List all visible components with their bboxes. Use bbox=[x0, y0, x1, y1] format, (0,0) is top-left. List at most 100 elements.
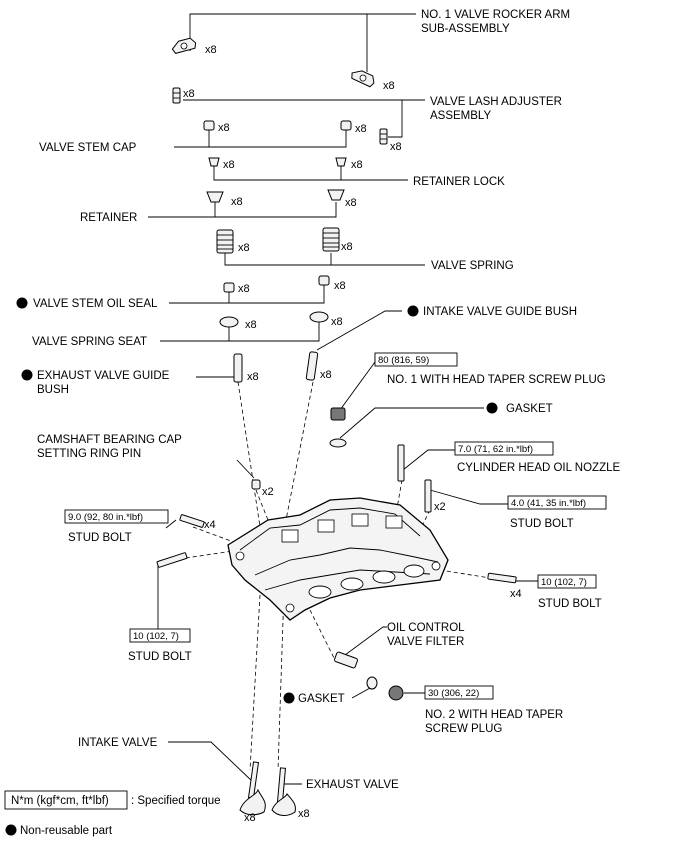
spring-seat-part-a bbox=[219, 316, 239, 328]
qty-retainer-a: x8 bbox=[231, 196, 243, 208]
label-valve-stem-oil-seal: VALVE STEM OIL SEAL bbox=[33, 298, 158, 310]
label-no2-taper-plug-line1: NO. 2 WITH HEAD TAPER bbox=[425, 709, 563, 721]
exhaust-valve-part bbox=[271, 767, 296, 816]
label-stud-bolt-right-lower: STUD BOLT bbox=[538, 598, 602, 610]
retainer-lock-part-b bbox=[335, 157, 347, 167]
lash-adjuster-part-b bbox=[379, 128, 388, 145]
qty-seat-b: x8 bbox=[331, 316, 343, 328]
legend-torque-box-text: N*m (kgf*cm, ft*lbf) bbox=[11, 795, 109, 807]
legend-non-reusable-text: Non-reusable part bbox=[20, 825, 113, 837]
label-ring-pin-line1: CAMSHAFT BEARING CAP bbox=[37, 434, 182, 446]
valve-spring-part-b bbox=[322, 227, 340, 252]
leader-lines bbox=[148, 13, 538, 785]
torque-value-stud-left-lower: 10 (102, 7) bbox=[133, 631, 179, 642]
label-ring-pin-line2: SETTING RING PIN bbox=[37, 448, 141, 460]
legend-torque-box bbox=[4, 790, 128, 810]
qty-guide-a: x8 bbox=[247, 371, 259, 383]
qty-spring-a: x8 bbox=[238, 242, 250, 254]
qty-cap-b: x8 bbox=[355, 123, 367, 135]
retainer-part-b bbox=[327, 189, 345, 201]
label-gasket-lower: GASKET bbox=[298, 693, 345, 705]
label-rocker-arm-line2: SUB-ASSEMBLY bbox=[421, 23, 510, 35]
qty-seat-a: x8 bbox=[245, 319, 257, 331]
stud-left-upper-part bbox=[179, 514, 205, 528]
label-valve-spring-seat: VALVE SPRING SEAT bbox=[32, 336, 147, 348]
valve-stem-cap-part-a bbox=[203, 120, 215, 131]
label-retainer: RETAINER bbox=[80, 212, 137, 224]
qty-stud-left-upper: x4 bbox=[204, 519, 216, 531]
label-no2-taper-plug-line2: SCREW PLUG bbox=[425, 723, 502, 735]
torque-value-oil-nozzle: 7.0 (71, 62 in.*lbf) bbox=[458, 444, 533, 455]
non-reusable-marker-exhaust-bush bbox=[21, 369, 33, 381]
lash-adjuster-part-a bbox=[172, 87, 181, 104]
rocker-arm-part-a bbox=[171, 37, 197, 54]
label-gasket-upper: GASKET bbox=[506, 403, 553, 415]
label-exhaust-valve: EXHAUST VALVE bbox=[306, 779, 399, 791]
torque-box-stud-left-upper bbox=[64, 509, 169, 524]
valve-spring-part-a bbox=[216, 229, 234, 254]
qty-valve-exhaust: x8 bbox=[298, 808, 310, 820]
non-reusable-marker-gasket-upper bbox=[486, 402, 498, 414]
gasket-lower-part bbox=[366, 676, 378, 690]
torque-value-no1-plug: 80 (816, 59) bbox=[378, 355, 429, 366]
label-valve-stem-cap: VALVE STEM CAP bbox=[39, 142, 137, 154]
torque-box-stud-right-lower bbox=[537, 574, 597, 589]
label-intake-valve-guide-bush: INTAKE VALVE GUIDE BUSH bbox=[423, 306, 577, 318]
exhaust-guide-bush-part bbox=[233, 353, 243, 383]
oil-control-valve-filter-part bbox=[334, 651, 358, 669]
qty-cap-a: x8 bbox=[218, 122, 230, 134]
legend-torque-text: : Specified torque bbox=[131, 795, 221, 807]
qty-valve-intake: x8 bbox=[244, 812, 256, 824]
intake-valve-part bbox=[239, 761, 266, 816]
label-exhaust-guide-bush-line2: BUSH bbox=[37, 384, 69, 396]
label-no1-taper-plug: NO. 1 WITH HEAD TAPER SCREW PLUG bbox=[387, 374, 606, 386]
label-lash-adjuster-line1: VALVE LASH ADJUSTER bbox=[430, 96, 562, 108]
gasket-upper-part bbox=[329, 438, 347, 448]
qty-lock-b: x8 bbox=[351, 159, 363, 171]
ring-pin-part bbox=[251, 479, 261, 490]
torque-box-oil-nozzle bbox=[454, 441, 554, 456]
label-rocker-arm-line1: NO. 1 VALVE ROCKER ARM bbox=[421, 9, 570, 21]
assembly-lines bbox=[171, 381, 491, 771]
qty-stud-right-lower: x4 bbox=[510, 588, 522, 600]
stud-right-upper-part bbox=[424, 479, 432, 513]
label-oil-control-filter-line2: VALVE FILTER bbox=[387, 636, 464, 648]
label-stud-bolt-left-upper: STUD BOLT bbox=[68, 532, 132, 544]
spring-seat-part-b bbox=[309, 311, 329, 323]
label-lash-adjuster-line2: ASSEMBLY bbox=[430, 110, 491, 122]
qty-stud-right-upper: x2 bbox=[434, 501, 446, 513]
label-stud-bolt-right-upper: STUD BOLT bbox=[510, 518, 574, 530]
stem-oil-seal-part-b bbox=[318, 275, 330, 286]
torque-value-no2-plug: 30 (306, 22) bbox=[428, 688, 479, 699]
non-reusable-marker-oil-seal bbox=[16, 297, 28, 309]
torque-value-stud-right-lower: 10 (102, 7) bbox=[541, 577, 587, 588]
non-reusable-marker-gasket-lower bbox=[283, 692, 295, 704]
stud-left-lower-part bbox=[156, 552, 188, 568]
oil-nozzle-part bbox=[397, 444, 405, 482]
label-valve-spring: VALVE SPRING bbox=[431, 260, 514, 272]
qty-seal-a: x8 bbox=[238, 283, 250, 295]
label-stud-bolt-left-lower: STUD BOLT bbox=[128, 651, 192, 663]
torque-value-stud-left-upper: 9.0 (92, 80 in.*lbf) bbox=[68, 512, 143, 523]
qty-lash-a: x8 bbox=[183, 88, 195, 100]
stud-right-lower-part bbox=[487, 572, 517, 584]
label-oil-nozzle: CYLINDER HEAD OIL NOZZLE bbox=[457, 462, 620, 474]
rocker-arm-part-b bbox=[351, 70, 375, 88]
retainer-lock-part-a bbox=[208, 157, 220, 167]
torque-box-no2-plug bbox=[424, 685, 494, 700]
no1-taper-plug-part bbox=[330, 407, 346, 421]
qty-lash-b: x8 bbox=[390, 141, 402, 153]
non-reusable-marker-intake-bush bbox=[407, 305, 419, 317]
label-intake-valve: INTAKE VALVE bbox=[78, 737, 158, 749]
torque-box-no1-plug bbox=[374, 352, 458, 367]
qty-ring-pin: x2 bbox=[262, 486, 274, 498]
intake-guide-bush-part bbox=[305, 351, 319, 381]
cylinder-head-part bbox=[227, 497, 449, 621]
qty-spring-b: x8 bbox=[341, 241, 353, 253]
label-exhaust-guide-bush-line1: EXHAUST VALVE GUIDE bbox=[37, 370, 170, 382]
qty-retainer-b: x8 bbox=[345, 197, 357, 209]
legend: N*m (kgf*cm, ft*lbf) : Specified torque … bbox=[4, 790, 221, 837]
qty-rocker-a: x8 bbox=[205, 44, 217, 56]
torque-box-stud-left-lower bbox=[129, 628, 191, 643]
stem-oil-seal-part-a bbox=[223, 282, 235, 293]
